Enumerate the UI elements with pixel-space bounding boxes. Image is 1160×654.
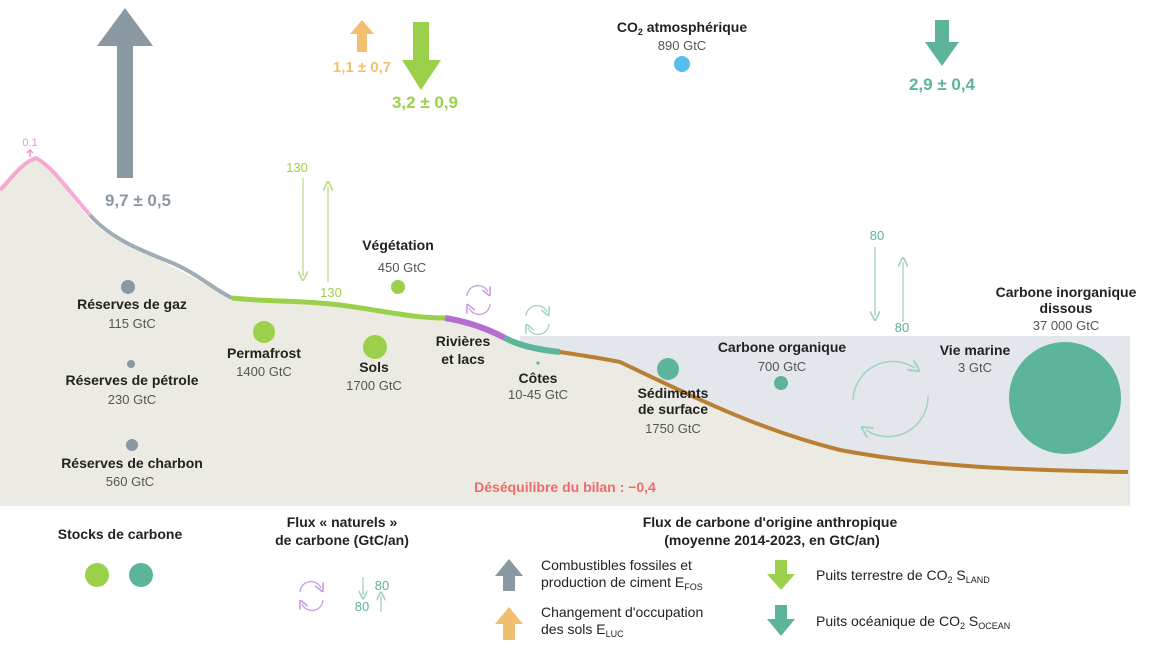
ground-terrain (0, 158, 1128, 506)
legend-fossil-line1: Combustibles fossiles et (541, 557, 692, 573)
gas-name: Réserves de gaz (77, 296, 187, 312)
rivers-line (444, 315, 507, 341)
marine-name: Vie marine (940, 342, 1011, 358)
permafrost-value: 1400 GtC (236, 364, 292, 379)
coasts-value: 10-45 GtC (508, 387, 568, 402)
sediments-dot (657, 358, 679, 380)
soils-name: Sols (359, 359, 389, 375)
oil-name: Réserves de pétrole (65, 372, 198, 388)
rivers-name-line2: et lacs (441, 351, 485, 367)
legend-land-arrow-icon (767, 560, 795, 590)
rivers-cycle-icon (467, 284, 490, 316)
gas-value: 115 GtC (108, 316, 155, 331)
legend-teal-dot (129, 563, 153, 587)
gas-dot (121, 280, 135, 294)
land-natural-down-value: 130 (286, 160, 308, 175)
permafrost-dot (253, 321, 275, 343)
sediment-line (559, 350, 1129, 474)
sediments-name-line1: Sédiments (638, 385, 709, 401)
rivers-name-line1: Rivières (436, 333, 491, 349)
organic-name: Carbone organique (718, 339, 847, 355)
atmosphere-value: 890 GtC (658, 38, 706, 53)
vegetation-value: 450 GtC (378, 260, 426, 275)
legend-luc-line1: Changement d'occupation (541, 604, 703, 620)
vegetation-name: Végétation (362, 237, 434, 253)
ocean-natural-down-value: 80 (870, 228, 884, 243)
coasts-dot (536, 361, 540, 365)
fossil-arrow-icon (97, 8, 153, 178)
legend-fossil-arrow-icon (495, 559, 523, 591)
land-natural-up-value: 130 (320, 285, 342, 300)
legend-land-label: Puits terrestre de CO2 SLAND (816, 567, 990, 585)
legend-fossil-line2: production de ciment EFOS (541, 574, 703, 592)
soils-dot (363, 335, 387, 359)
imbalance-text: Déséquilibre du bilan : −0,4 (474, 479, 656, 495)
fossil-flux: 9,7 ± 0,5 (105, 191, 171, 210)
legend-ocean-label: Puits océanique de CO2 SOCEAN (816, 613, 1010, 631)
organic-value: 700 GtC (758, 359, 806, 374)
legend-anthro-title-line2: (moyenne 2014-2023, en GtC/an) (664, 532, 880, 548)
legend-stocks-title: Stocks de carbone (58, 526, 183, 542)
marine-value: 3 GtC (958, 360, 992, 375)
ocean-natural-up-value: 80 (895, 320, 909, 335)
atmosphere-title: CO2 atmosphérique (617, 19, 747, 37)
coast-cycle-icon (526, 304, 549, 336)
mountain-peak-line (0, 155, 92, 217)
dic-name-line2: dissous (1040, 300, 1093, 316)
legend-luc-line2: des sols ELUC (541, 621, 624, 639)
coal-name: Réserves de charbon (61, 455, 203, 471)
land-use-flux: 1,1 ± 0,7 (333, 59, 391, 76)
ocean-sink-flux: 2,9 ± 0,4 (909, 75, 976, 94)
land-sink-arrow-icon (402, 22, 441, 90)
oil-dot (127, 360, 135, 368)
volcano-arrow-icon (26, 148, 34, 157)
coal-dot (126, 439, 138, 451)
land-sink-flux: 3,2 ± 0,9 (392, 93, 458, 112)
volcano-flux: 0.1 (22, 137, 37, 149)
legend-ocean-arrow-icon (767, 605, 795, 636)
sediments-value: 1750 GtC (645, 421, 701, 436)
dic-dot (1009, 342, 1121, 454)
coasts-name: Côtes (519, 370, 558, 386)
legend-natural-down-value: 80 (375, 578, 389, 593)
soils-value: 1700 GtC (346, 378, 402, 393)
organic-dot (774, 376, 788, 390)
legend-cycle-icon (300, 580, 323, 612)
legend-anthro-title-line1: Flux de carbone d'origine anthropique (643, 514, 898, 530)
dic-name-line1: Carbone inorganique (996, 284, 1137, 300)
legend-green-dot (85, 563, 109, 587)
vegetation-dot (391, 280, 405, 294)
coal-value: 560 GtC (106, 474, 154, 489)
atmosphere-dot (674, 56, 690, 72)
legend-luc-arrow-icon (495, 607, 523, 640)
coast-line (503, 335, 561, 355)
oil-value: 230 GtC (108, 392, 156, 407)
dic-value: 37 000 GtC (1033, 318, 1100, 333)
legend-natural-up-value: 80 (355, 599, 369, 614)
ocean-sink-arrow-icon (925, 20, 959, 66)
permafrost-name: Permafrost (227, 345, 301, 361)
legend-natural-title-line1: Flux « naturels » (287, 514, 398, 530)
land-use-arrow-icon (350, 20, 374, 52)
vegetation-line (231, 295, 446, 321)
sediments-name-line2: de surface (638, 401, 708, 417)
fossil-slope-line (88, 213, 233, 300)
legend-natural-title-line2: de carbone (GtC/an) (275, 532, 409, 548)
ocean-cycle-icon (852, 361, 929, 436)
